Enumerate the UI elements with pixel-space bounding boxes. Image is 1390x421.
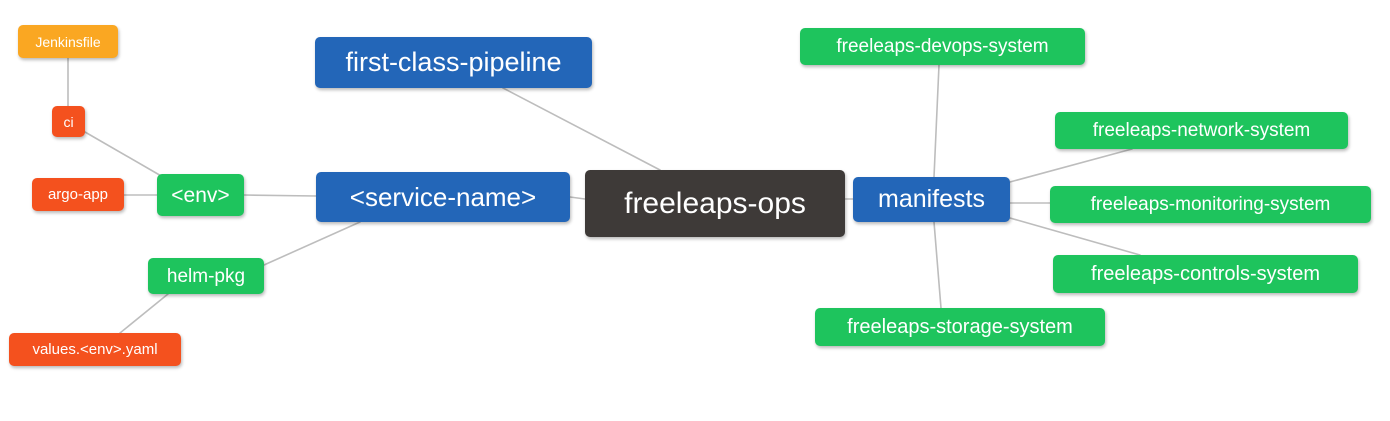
edge-values-yaml-to-helm-pkg: [119, 293, 169, 334]
node-label-service-name: <service-name>: [349, 182, 537, 212]
edge-manifests-to-freeleaps-devops-system: [933, 64, 940, 178]
node-helm-pkg[interactable]: helm-pkg: [148, 258, 264, 294]
edge-first-class-pipeline-to-freeleaps-ops: [502, 87, 661, 171]
node-label-freeleaps-monitoring-system: freeleaps-monitoring-system: [1090, 194, 1331, 215]
node-env[interactable]: <env>: [157, 174, 244, 216]
node-ci[interactable]: ci: [52, 106, 85, 137]
node-label-freeleaps-storage-system: freeleaps-storage-system: [847, 316, 1073, 338]
node-service-name[interactable]: <service-name>: [316, 172, 570, 222]
node-freeleaps-ops[interactable]: freeleaps-ops: [585, 170, 845, 237]
edge-manifests-to-freeleaps-controls-system: [1009, 217, 1141, 256]
node-label-freeleaps-network-system: freeleaps-network-system: [1092, 120, 1311, 141]
node-label-freeleaps-controls-system: freeleaps-controls-system: [1091, 263, 1320, 285]
node-freeleaps-monitoring-system[interactable]: freeleaps-monitoring-system: [1050, 186, 1371, 223]
edge-helm-pkg-to-service-name: [263, 221, 361, 266]
node-argo-app[interactable]: argo-app: [32, 178, 124, 211]
node-label-values-yaml: values.<env>.yaml: [32, 341, 158, 358]
node-label-freeleaps-devops-system: freeleaps-devops-system: [836, 36, 1049, 57]
node-freeleaps-devops-system[interactable]: freeleaps-devops-system: [800, 28, 1085, 65]
node-label-jenkinsfile: Jenkinsfile: [35, 33, 101, 50]
node-label-freeleaps-ops: freeleaps-ops: [624, 186, 806, 220]
edge-service-name-to-freeleaps-ops: [569, 196, 586, 200]
node-label-env: <env>: [171, 183, 230, 207]
node-freeleaps-controls-system[interactable]: freeleaps-controls-system: [1053, 255, 1358, 293]
node-freeleaps-network-system[interactable]: freeleaps-network-system: [1055, 112, 1348, 149]
node-manifests[interactable]: manifests: [853, 177, 1010, 222]
node-freeleaps-storage-system[interactable]: freeleaps-storage-system: [815, 308, 1105, 346]
node-jenkinsfile[interactable]: Jenkinsfile: [18, 25, 118, 58]
node-label-manifests: manifests: [878, 185, 985, 213]
node-label-helm-pkg: helm-pkg: [166, 265, 246, 287]
edge-ci-to-env: [84, 131, 164, 178]
node-first-class-pipeline[interactable]: first-class-pipeline: [315, 37, 592, 88]
node-label-argo-app: argo-app: [47, 186, 109, 203]
edge-manifests-to-freeleaps-storage-system: [933, 221, 942, 309]
node-values-yaml[interactable]: values.<env>.yaml: [9, 333, 181, 366]
edge-manifests-to-freeleaps-network-system: [1009, 148, 1133, 183]
node-label-first-class-pipeline: first-class-pipeline: [345, 47, 562, 77]
node-label-ci: ci: [63, 113, 74, 130]
edge-env-to-service-name: [243, 194, 317, 197]
